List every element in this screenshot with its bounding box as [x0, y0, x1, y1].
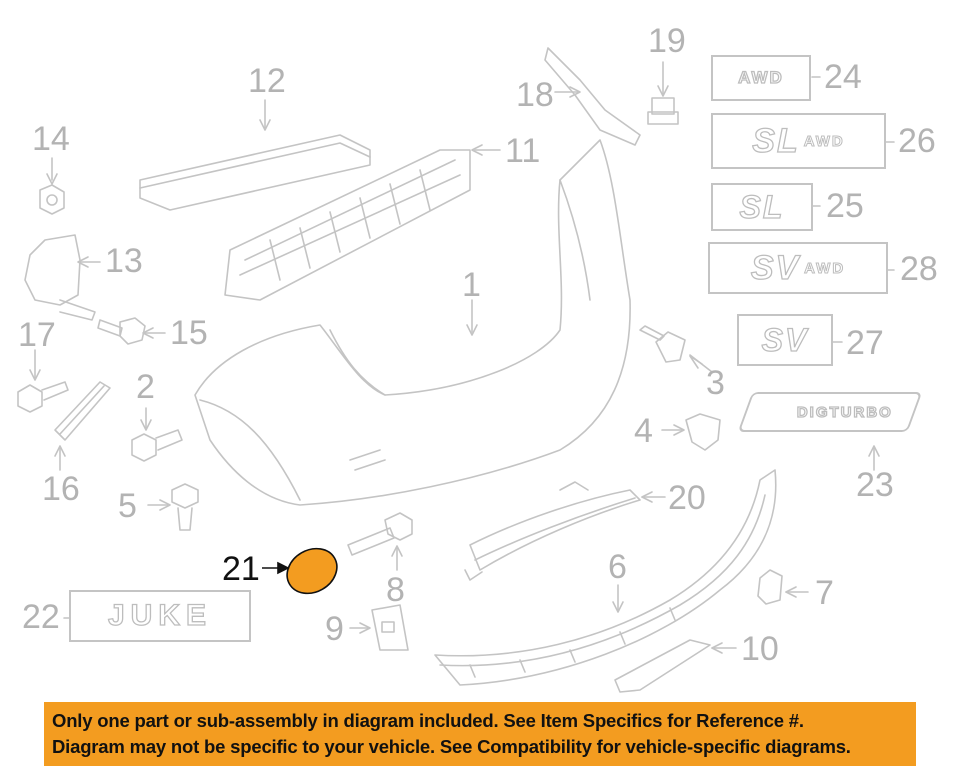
- part-13-bracket: [24, 234, 101, 321]
- callout-15: 15: [170, 314, 208, 352]
- part-17-bolt: [17, 349, 69, 413]
- callout-21: 21: [222, 550, 260, 588]
- callout-1: 1: [462, 266, 481, 304]
- part-5-clip: [147, 483, 199, 531]
- part-6-valance: [434, 469, 777, 686]
- part-9-retainer: [349, 604, 409, 651]
- part-8-bolt: [347, 512, 413, 571]
- part-10-molding: [614, 639, 737, 693]
- callout-9: 9: [325, 610, 344, 648]
- callout-10: 10: [741, 630, 779, 668]
- part-20-lamp: [464, 481, 666, 581]
- badge-sl-awd: SL AWD: [711, 113, 886, 169]
- callout-23: 23: [856, 466, 894, 504]
- callout-6: 6: [608, 548, 627, 586]
- part-4-grommet: [661, 413, 721, 451]
- callout-11: 11: [505, 132, 541, 170]
- callout-2: 2: [136, 368, 155, 406]
- part-19-clip: [647, 61, 679, 125]
- callout-16: 16: [42, 470, 80, 508]
- part-14-nut: [39, 157, 65, 215]
- part-18-bracket: [544, 47, 641, 146]
- part-12-reinforcement: [139, 99, 371, 211]
- disclaimer-line-1: Only one part or sub-assembly in diagram…: [52, 710, 804, 731]
- badge-awd: AWD: [711, 55, 811, 101]
- callout-5: 5: [118, 487, 137, 525]
- part-2-bolt: [131, 407, 183, 462]
- part-7-clip: [757, 569, 809, 605]
- callout-3: 3: [706, 364, 725, 402]
- badge-sv-awd: SV AWD: [708, 242, 888, 294]
- callout-4: 4: [634, 412, 653, 450]
- callout-20: 20: [668, 479, 706, 517]
- part-3-clip: [639, 325, 713, 373]
- callout-19: 19: [648, 22, 686, 60]
- callout-22: 22: [22, 598, 60, 636]
- disclaimer-banner: Only one part or sub-assembly in diagram…: [44, 702, 916, 766]
- badge-sl: SL: [711, 183, 813, 231]
- part-15-bolt: [97, 317, 166, 345]
- callout-26: 26: [898, 122, 936, 160]
- callout-27: 27: [846, 324, 884, 362]
- badge-digturbo: DIGTURBO: [737, 392, 923, 432]
- callout-28: 28: [900, 250, 938, 288]
- callout-18: 18: [516, 76, 554, 114]
- callout-7: 7: [815, 574, 834, 612]
- callout-13: 13: [105, 242, 143, 280]
- part-21-cap: [262, 547, 338, 595]
- part-11-absorber: [224, 144, 501, 301]
- callout-24: 24: [824, 58, 862, 96]
- disclaimer-line-2: Diagram may not be specific to your vehi…: [52, 736, 851, 757]
- callout-14: 14: [32, 120, 70, 158]
- callout-8: 8: [386, 571, 405, 609]
- badge-juke: JUKE: [69, 590, 251, 642]
- part-16-molding: [54, 381, 111, 471]
- badge-sv: SV: [737, 314, 833, 366]
- callout-17: 17: [18, 316, 56, 354]
- part-1-bumper-cover: [194, 139, 631, 506]
- callout-25: 25: [826, 187, 864, 225]
- callout-12: 12: [248, 62, 286, 100]
